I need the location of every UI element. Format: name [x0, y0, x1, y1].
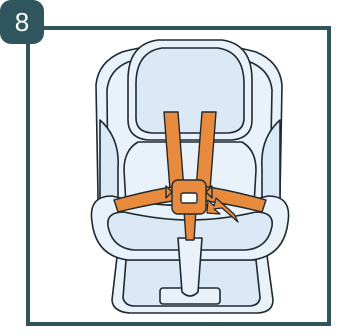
buckle-button — [181, 193, 197, 203]
crotch-strap-housing — [178, 238, 202, 296]
headrest-inner — [136, 48, 244, 133]
step-number-badge: 8 — [0, 0, 44, 44]
